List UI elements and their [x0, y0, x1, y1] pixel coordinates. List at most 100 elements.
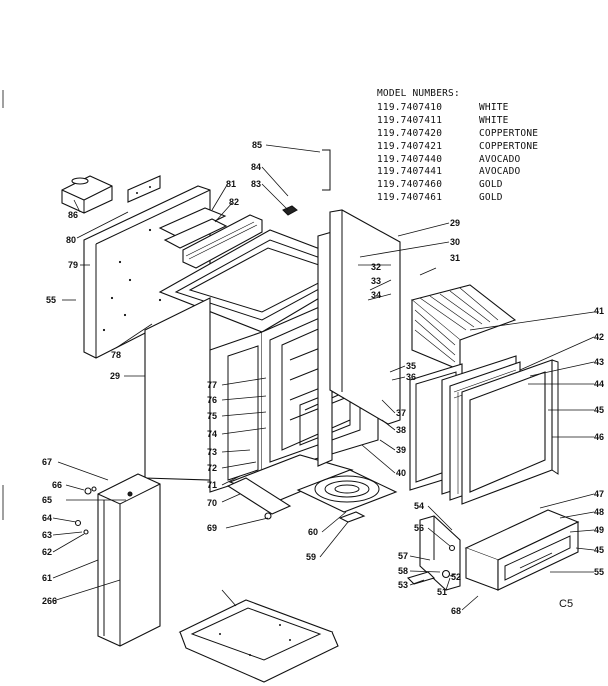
- hinge-bracket-part: [226, 477, 292, 520]
- callout-83: 83: [251, 179, 261, 189]
- callout-82: 82: [229, 197, 239, 207]
- callout-29-right: 29: [450, 218, 460, 228]
- bracket-85: [322, 149, 331, 191]
- callout-30: 30: [450, 237, 460, 247]
- callout-36: 36: [406, 372, 416, 382]
- model-row: 119.7407461 GOLD: [377, 192, 602, 205]
- callout-68: 67: [42, 457, 52, 467]
- callout-60: 60: [308, 527, 318, 537]
- callout-73: 73: [207, 447, 217, 457]
- callout-81: 81: [226, 179, 236, 189]
- right-side-panel-part: [329, 209, 401, 425]
- callout-79: 79: [68, 260, 78, 270]
- oven-rack-part: [410, 284, 517, 371]
- callout-72: 72: [207, 463, 217, 473]
- callout-45-door: 45: [594, 405, 604, 415]
- callout-39: 39: [396, 445, 406, 455]
- callout-44: 44: [594, 379, 604, 389]
- callout-56: 57: [398, 551, 408, 561]
- callout-80: 80: [66, 235, 76, 245]
- callout-29-left: 29: [110, 371, 120, 381]
- model-row: 119.7407440 AVOCADO: [377, 154, 602, 167]
- callout-62: 61: [42, 573, 52, 583]
- callout-64: 63: [42, 530, 52, 540]
- gasket-part: [182, 214, 263, 269]
- storage-drawer-part: [464, 509, 580, 591]
- screws-part: [74, 486, 97, 535]
- callout-66: 65: [42, 495, 52, 505]
- model-color: WHITE: [479, 101, 509, 113]
- model-row: 119.7407410 WHITE: [377, 102, 602, 115]
- callout-55-lower: 54: [414, 501, 424, 511]
- callout-labels: 85 84 83 86 81 82 80 79 55 78 29 29 30 3…: [42, 140, 604, 616]
- callout-53: 52: [451, 572, 461, 582]
- callout-32: 32: [371, 262, 381, 272]
- vent-cap-part: [61, 175, 113, 214]
- callout-57: 58: [398, 566, 408, 576]
- callout-86: 86: [68, 210, 78, 220]
- top-trim-part: [158, 207, 228, 249]
- callout-75: 75: [207, 411, 217, 421]
- callout-84: 84: [251, 162, 261, 172]
- model-number: 119.7407411: [377, 114, 443, 126]
- model-color: AVOCADO: [479, 166, 521, 178]
- callout-61: 266: [42, 596, 57, 606]
- callout-77: 77: [207, 380, 217, 390]
- model-row: 119.7407421 COPPERTONE: [377, 141, 602, 154]
- callout-76: 76: [207, 395, 217, 405]
- callout-78: 78: [111, 350, 121, 360]
- callout-33: 33: [371, 276, 381, 286]
- model-numbers-heading: MODEL NUMBERS:: [377, 88, 460, 99]
- callout-34: 34: [371, 290, 381, 300]
- callout-50: 55: [594, 567, 604, 577]
- callout-55: 55: [46, 295, 56, 305]
- model-color: GOLD: [479, 192, 503, 204]
- callout-46: 46: [594, 432, 604, 442]
- model-color: AVOCADO: [479, 153, 521, 165]
- model-number: 119.7407461: [377, 192, 443, 204]
- model-number: 119.7407440: [377, 153, 443, 165]
- model-color: GOLD: [479, 179, 503, 191]
- model-row: 119.7407441 AVOCADO: [377, 166, 602, 179]
- callout-58: 53: [398, 580, 408, 590]
- callout-85: 85: [252, 140, 262, 150]
- callout-69: 69: [207, 523, 217, 533]
- model-row: 119.7407460 GOLD: [377, 179, 602, 192]
- side-trim-part: [97, 473, 161, 647]
- callout-52: 51: [437, 587, 447, 597]
- burner-part: [296, 469, 398, 523]
- callout-35: 35: [406, 361, 416, 371]
- callout-38: 38: [396, 425, 406, 435]
- callout-54: 56: [414, 523, 424, 533]
- callout-42: 42: [594, 332, 604, 342]
- leader-lines: [52, 144, 595, 611]
- callout-59: 59: [306, 552, 316, 562]
- callout-47: 47: [594, 489, 604, 499]
- clip-part: [282, 205, 298, 216]
- callout-65: 64: [42, 513, 52, 523]
- callout-67: 66: [52, 480, 62, 490]
- model-number: 119.7407420: [377, 127, 443, 139]
- callout-45-drawer: 45: [594, 545, 604, 555]
- callout-37: 37: [396, 408, 406, 418]
- model-color: COPPERTONE: [479, 140, 539, 152]
- callout-43: 43: [594, 357, 604, 367]
- callout-70: 70: [207, 498, 217, 508]
- page-code: C5: [559, 598, 574, 610]
- callout-71: 71: [207, 480, 217, 490]
- model-number: 119.7407460: [377, 179, 443, 191]
- model-color: COPPERTONE: [479, 127, 539, 139]
- vent-plate-part: [127, 175, 161, 203]
- callout-74: 74: [207, 429, 217, 439]
- model-number: 119.7407441: [377, 166, 443, 178]
- model-color: WHITE: [479, 114, 509, 126]
- model-number: 119.7407421: [377, 140, 443, 152]
- callout-41: 41: [594, 306, 604, 316]
- broiler-pan-part: [178, 599, 339, 683]
- callout-40: 40: [396, 468, 406, 478]
- model-row: 119.7407411 WHITE: [377, 115, 602, 128]
- model-number: 119.7407410: [377, 101, 443, 113]
